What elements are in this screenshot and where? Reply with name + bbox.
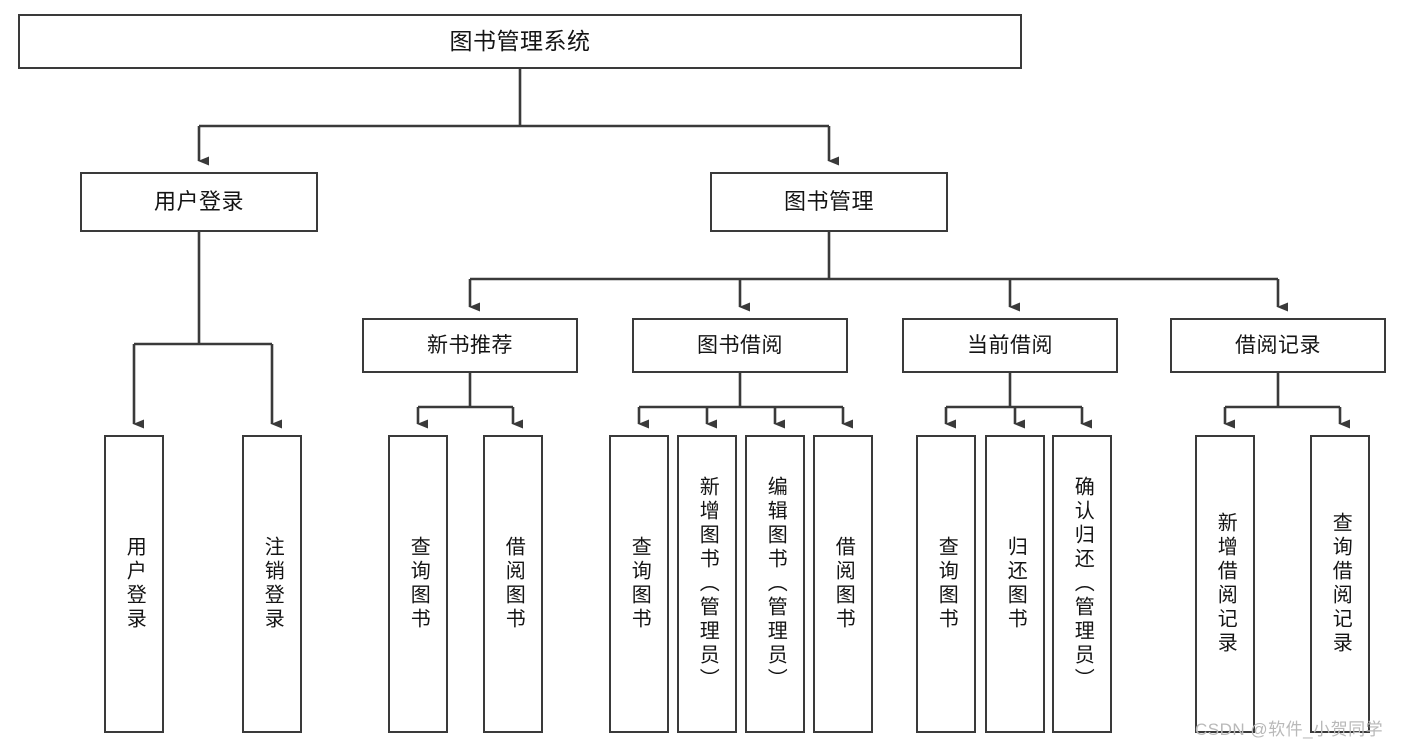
- node-label: 借阅图书: [832, 536, 855, 632]
- node-label: 查询借阅记录: [1329, 512, 1352, 656]
- node-l-bk-query: 查询图书: [609, 435, 669, 733]
- node-label: 编辑图书（管理员）: [764, 476, 787, 692]
- node-current: 当前借阅: [902, 318, 1118, 373]
- node-l-cur-confirm: 确认归还（管理员）: [1052, 435, 1112, 733]
- node-l-bk-borrow: 借阅图书: [813, 435, 873, 733]
- node-label: 图书管理系统: [449, 28, 591, 55]
- node-l-bk-edit: 编辑图书（管理员）: [745, 435, 805, 733]
- node-label: 图书管理: [783, 188, 874, 214]
- node-records: 借阅记录: [1170, 318, 1386, 373]
- node-label: 当前借阅: [967, 333, 1053, 357]
- node-borrow: 图书借阅: [632, 318, 848, 373]
- node-label: 注销登录: [261, 536, 284, 632]
- node-label: 确认归还（管理员）: [1071, 476, 1094, 692]
- node-l-bk-add: 新增图书（管理员）: [677, 435, 737, 733]
- node-label: 借阅记录: [1235, 333, 1321, 357]
- node-label: 用户登录: [153, 188, 244, 214]
- node-login: 用户登录: [80, 172, 318, 232]
- node-l-cur-return: 归还图书: [985, 435, 1045, 733]
- node-label: 新书推荐: [427, 333, 513, 357]
- node-label: 查询图书: [628, 536, 651, 632]
- node-label: 用户登录: [123, 536, 146, 632]
- node-label: 新增图书（管理员）: [696, 476, 719, 692]
- node-l-user-logout: 注销登录: [242, 435, 302, 733]
- node-label: 归还图书: [1004, 536, 1027, 632]
- node-newbooks: 新书推荐: [362, 318, 578, 373]
- node-label: 借阅图书: [502, 536, 525, 632]
- node-label: 查询图书: [407, 536, 430, 632]
- node-label: 新增借阅记录: [1214, 512, 1237, 656]
- node-l-nb-borrow: 借阅图书: [483, 435, 543, 733]
- node-l-user-login: 用户登录: [104, 435, 164, 733]
- node-l-cur-query: 查询图书: [916, 435, 976, 733]
- node-label: 图书借阅: [697, 333, 783, 357]
- node-label: 查询图书: [935, 536, 958, 632]
- node-l-rec-query: 查询借阅记录: [1310, 435, 1370, 733]
- node-root: 图书管理系统: [18, 14, 1022, 69]
- watermark-text: CSDN @软件_小贺同学: [1195, 720, 1384, 739]
- node-l-rec-add: 新增借阅记录: [1195, 435, 1255, 733]
- node-bookmgmt: 图书管理: [710, 172, 948, 232]
- node-l-nb-query: 查询图书: [388, 435, 448, 733]
